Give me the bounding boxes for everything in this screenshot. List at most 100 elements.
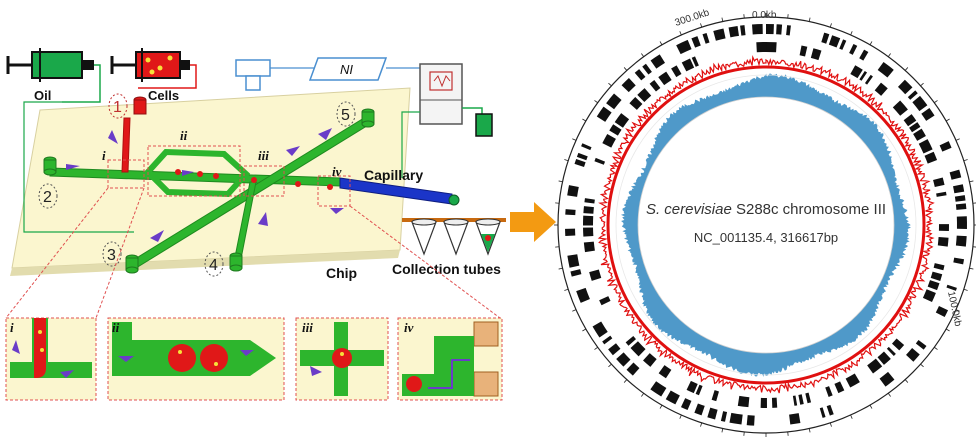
gene-block xyxy=(643,353,657,367)
ring-tick xyxy=(558,267,563,270)
gene-block xyxy=(691,56,699,67)
gene-block xyxy=(671,65,682,78)
gene-block xyxy=(634,69,646,81)
ring-tick xyxy=(808,17,811,22)
inset-iii-label: iii xyxy=(302,320,313,335)
gene-block xyxy=(583,206,594,214)
ring-tick xyxy=(963,159,968,162)
gene-block xyxy=(676,39,692,55)
gene-block xyxy=(589,269,602,281)
region-iv: iv xyxy=(332,164,342,179)
gene-block xyxy=(658,71,672,86)
gene-block xyxy=(825,386,833,397)
gene-block xyxy=(936,191,947,197)
droplets xyxy=(175,169,333,190)
gene-block xyxy=(737,395,750,408)
gene-block xyxy=(621,78,636,93)
ring-tick xyxy=(659,41,663,46)
ring-tick xyxy=(955,309,960,312)
ring-tick xyxy=(564,288,569,291)
gene-block xyxy=(939,141,952,152)
gene-block xyxy=(599,296,611,306)
ring-tick xyxy=(904,67,909,71)
ring-tick xyxy=(934,346,938,350)
gene-block xyxy=(630,341,646,357)
gene-block xyxy=(789,413,801,425)
strain: S288c chromosome III xyxy=(736,201,886,218)
gene-block xyxy=(650,54,666,69)
gene-block xyxy=(949,169,962,180)
ring-tick xyxy=(829,422,832,427)
ring-tick xyxy=(920,363,924,368)
gene-block xyxy=(606,93,622,110)
gene-block xyxy=(874,82,888,96)
gene-block xyxy=(877,61,894,78)
ring-tick xyxy=(969,267,974,270)
gene-block xyxy=(616,352,631,367)
gene-block xyxy=(728,26,739,38)
inset-iv: iv xyxy=(397,317,503,401)
gene-block xyxy=(859,70,868,81)
flow-arrows xyxy=(66,128,344,242)
ring-tick xyxy=(572,309,577,312)
ring-tick xyxy=(572,138,577,141)
region-ii: ii xyxy=(180,128,188,143)
gene-block xyxy=(886,346,896,356)
gene-block xyxy=(922,289,936,303)
gene-block xyxy=(821,32,830,44)
gene-block xyxy=(933,263,945,271)
gene-block xyxy=(859,49,869,61)
inlet-4: 4 xyxy=(209,257,218,274)
gene-block xyxy=(592,321,608,338)
inlet-posts xyxy=(43,96,375,274)
gene-block xyxy=(567,254,580,268)
guide-ring xyxy=(615,74,917,376)
gene-block xyxy=(877,351,891,365)
gene-block xyxy=(650,381,667,397)
gene-block xyxy=(720,411,728,422)
gene-block xyxy=(799,45,808,57)
gene-block xyxy=(576,287,590,303)
gene-block xyxy=(937,237,949,247)
ring-tick xyxy=(700,422,703,427)
ring-tick xyxy=(869,41,873,46)
gene-block xyxy=(711,390,719,402)
gene-block xyxy=(602,133,616,148)
gene-block xyxy=(927,280,940,291)
gene-block xyxy=(596,106,612,122)
inlet-2: 2 xyxy=(43,189,52,206)
gene-block xyxy=(626,362,640,376)
instrument-row: NI xyxy=(235,57,493,178)
gc-skew-ring xyxy=(597,55,935,394)
gene-block xyxy=(584,198,595,204)
gene-block xyxy=(924,151,938,164)
gene-block xyxy=(746,415,755,426)
gene-block xyxy=(702,32,710,44)
ring-tick xyxy=(945,118,950,122)
ring-tick xyxy=(582,328,587,332)
gene-block xyxy=(576,152,588,161)
gene-block xyxy=(850,65,863,79)
gene-block xyxy=(906,348,920,362)
ring-tick xyxy=(887,393,891,397)
collection-tubes xyxy=(402,218,506,256)
ring-tick xyxy=(721,428,724,433)
gene-block xyxy=(839,39,847,50)
ring-tick xyxy=(679,414,682,419)
ring-tick xyxy=(920,82,924,87)
ring-tick xyxy=(869,404,873,409)
ring-tick xyxy=(850,31,853,36)
gene-block xyxy=(955,235,967,247)
gene-block xyxy=(707,407,718,420)
gene-block xyxy=(903,114,917,127)
gene-block xyxy=(849,44,858,55)
gene-block xyxy=(933,177,945,188)
oil-tubing xyxy=(62,64,101,103)
gene-block xyxy=(609,124,622,136)
organism-italic: S. cerevisiae xyxy=(646,201,732,218)
ring-tick xyxy=(850,414,853,419)
cells-label: Cells xyxy=(148,88,179,103)
ring-tick xyxy=(700,23,703,28)
tick-100kb: 100.0kb xyxy=(945,290,963,328)
